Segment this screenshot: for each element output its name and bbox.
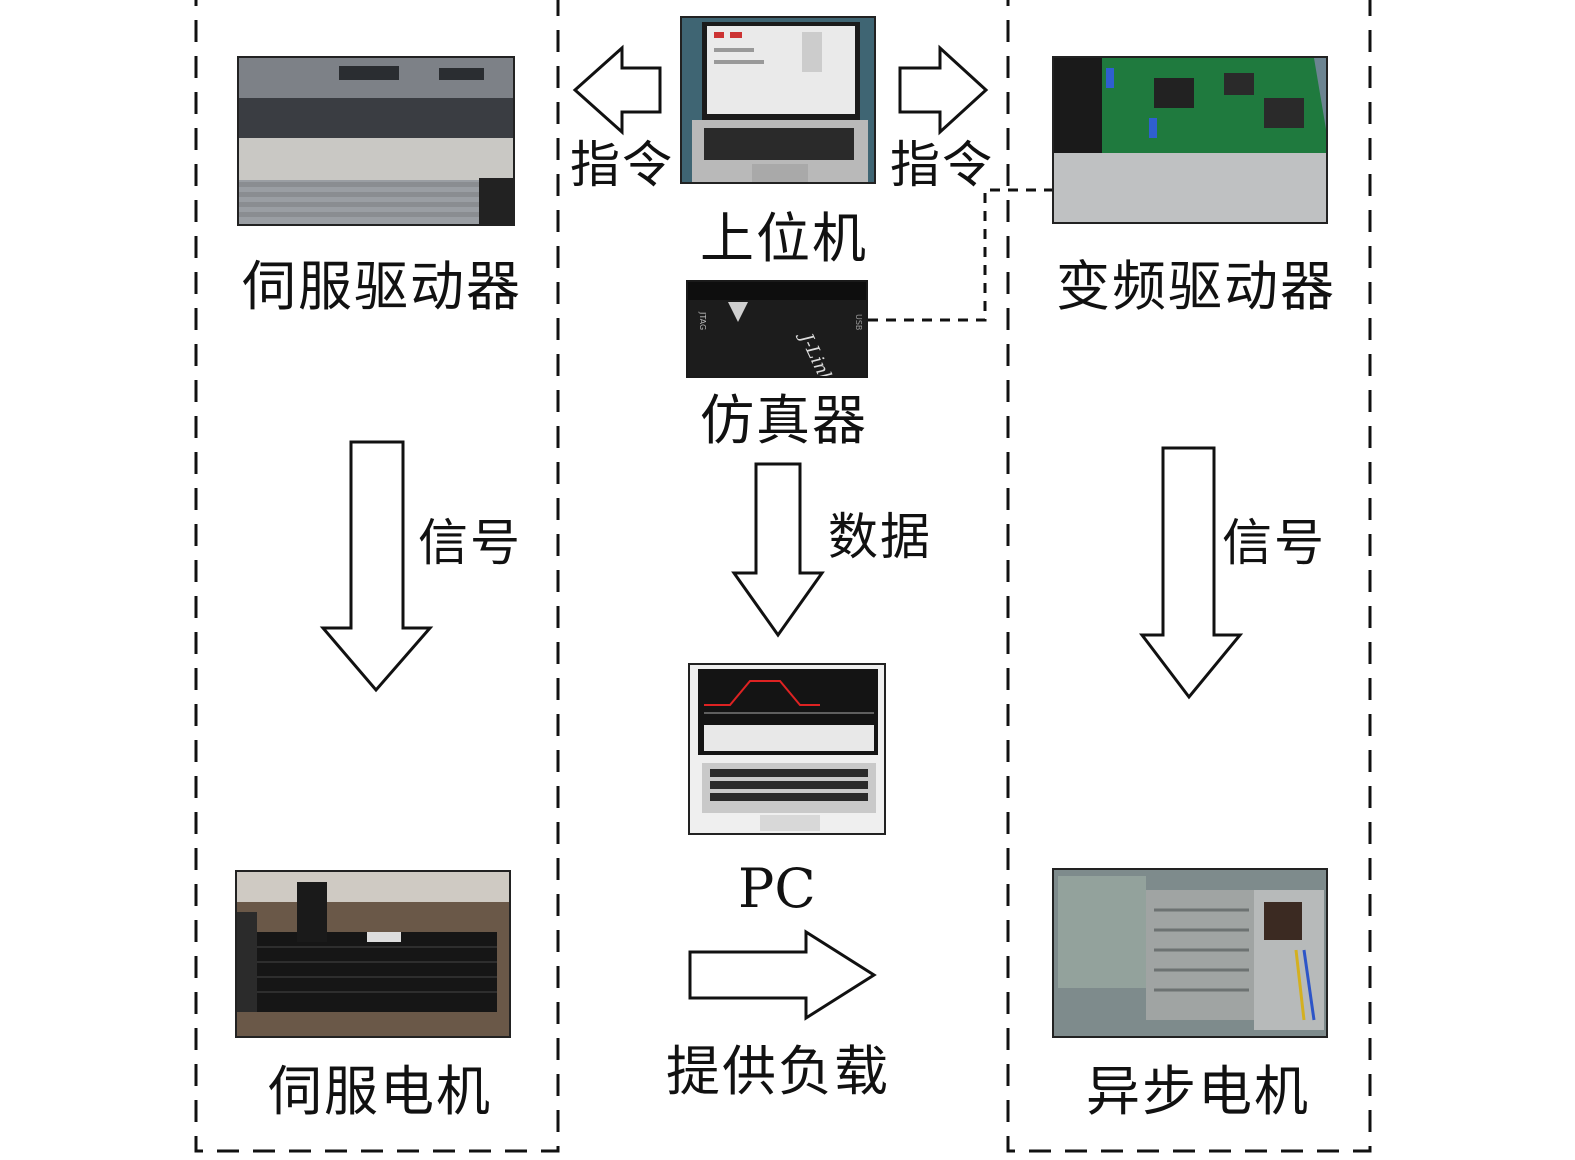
load-arrow [688,929,877,1021]
host-computer-illustration [682,18,874,182]
load-label: 提供负载 [666,1040,890,1103]
command-label-right: 指令 [890,136,994,194]
pc-illustration [690,665,884,833]
servo-driver-illustration [239,58,513,224]
servo-driver-image [237,56,515,226]
command-arrow-left [572,44,662,136]
command-label-left: 指令 [570,136,674,194]
emulator-port-right: USB [854,314,863,330]
inverter-group-boundary [1006,0,1372,1153]
emulator-port-left: JTAG [698,311,707,330]
async-motor-image [1052,868,1328,1038]
signal-label-right: 信号 [1222,514,1326,572]
emulator-label: 仿真器 [700,389,868,452]
servo-motor-label: 伺服电机 [268,1060,492,1123]
servo-motor-image [235,870,511,1038]
servo-driver-label: 伺服驱动器 [242,255,522,318]
emulator-illustration: J-Link JTAG USB [688,282,866,376]
async-motor-illustration [1054,870,1326,1036]
emulator-connector [868,188,1055,322]
inverter-driver-label: 变频驱动器 [1056,255,1336,318]
data-label: 数据 [828,508,932,566]
host-computer-image [680,16,876,184]
async-motor-label: 异步电机 [1086,1060,1310,1123]
emulator-image: J-Link JTAG USB [686,280,868,378]
signal-arrow-left [319,440,434,693]
signal-label-left: 信号 [418,514,522,572]
inverter-driver-illustration [1054,58,1326,222]
servo-group-boundary [194,0,560,1153]
pc-image [688,663,886,835]
inverter-driver-image [1052,56,1328,224]
servo-motor-illustration [237,872,509,1036]
command-arrow-right [898,44,989,136]
data-arrow [731,462,825,638]
host-computer-label: 上位机 [700,207,868,270]
signal-arrow-right [1138,446,1244,700]
pc-label: PC [738,857,816,920]
